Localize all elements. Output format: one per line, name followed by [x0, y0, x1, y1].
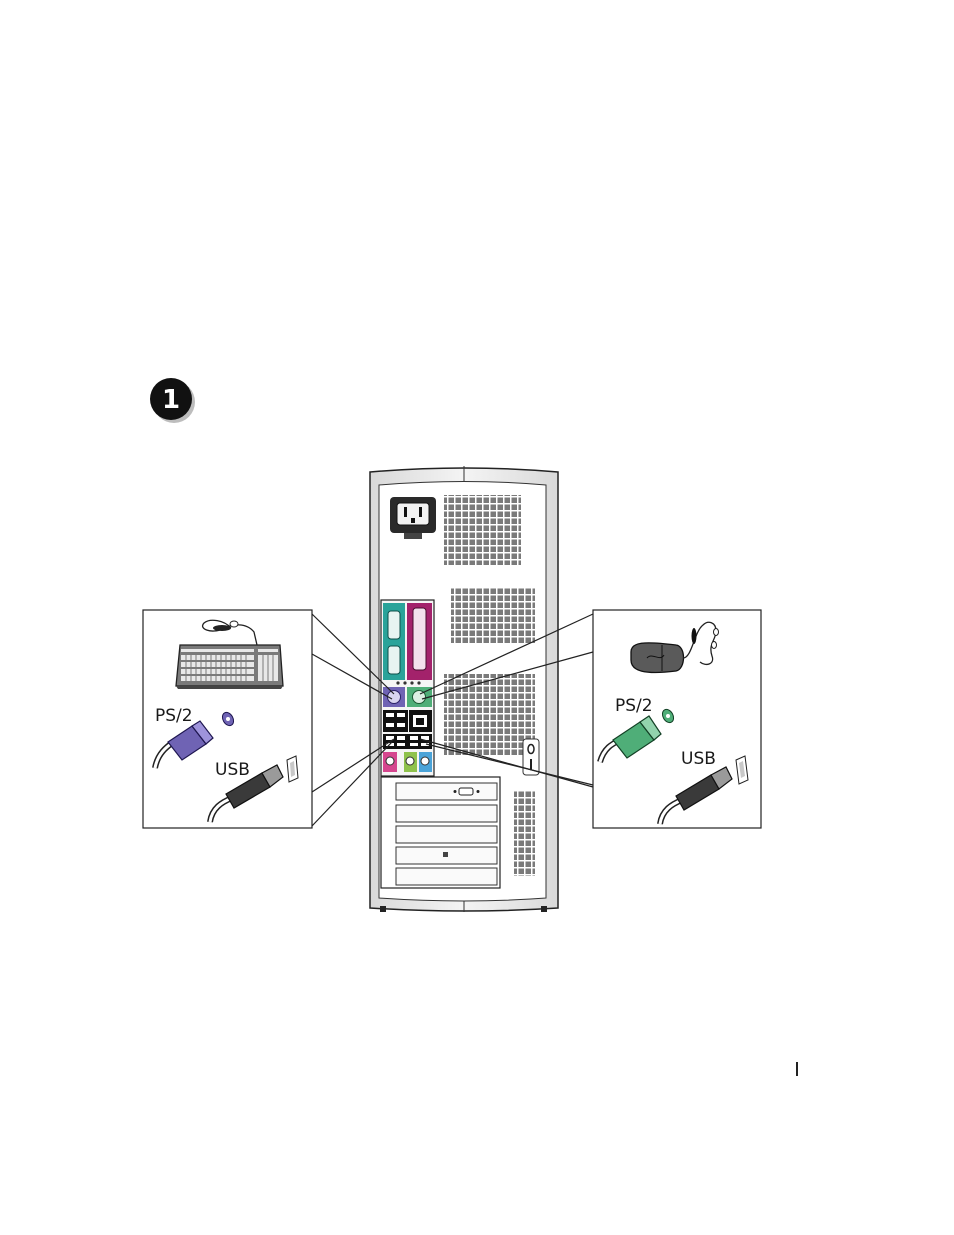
mouse-callout-box: PS/2 USB	[593, 610, 761, 828]
computer-tower-back	[370, 466, 558, 912]
vent-grille-lower	[444, 674, 535, 756]
parallel-port	[413, 608, 426, 670]
keyboard-usb-label: USB	[215, 760, 250, 780]
power-connector	[390, 497, 436, 539]
mouse-ps2-label: PS/2	[615, 696, 653, 716]
vent-grille-middle	[451, 588, 535, 643]
serial-port-2	[388, 646, 400, 674]
io-panel	[381, 600, 434, 776]
mouse-usb-label: USB	[681, 749, 716, 769]
vent-grille-top	[444, 495, 521, 565]
vent-grille-side	[514, 790, 535, 876]
slot-2	[396, 805, 497, 822]
slot-3	[396, 826, 497, 843]
slot-5	[396, 868, 497, 885]
keyboard-callout-box: PS/2 USB	[143, 610, 312, 828]
slot-video	[396, 783, 497, 800]
keyboard-ps2-label: PS/2	[155, 706, 193, 726]
serial-port-1	[388, 611, 400, 639]
foot-right	[541, 906, 547, 912]
page-margin-mark	[796, 1062, 798, 1076]
expansion-slots	[381, 777, 500, 888]
foot-left	[380, 906, 386, 912]
